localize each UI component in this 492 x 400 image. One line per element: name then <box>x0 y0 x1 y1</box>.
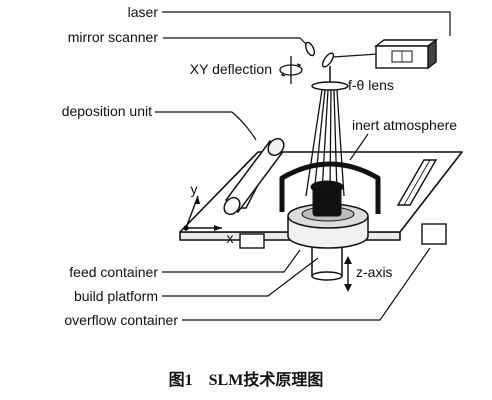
laser-beam-in <box>332 53 379 58</box>
laser-unit <box>373 38 439 70</box>
label-overflow-container: overflow container <box>64 312 178 328</box>
label-f-theta-lens: f-θ lens <box>348 77 394 93</box>
z-axis-arrow <box>344 256 352 292</box>
label-axis-x: x <box>227 230 234 246</box>
laser-beams <box>305 89 345 197</box>
label-feed-container: feed container <box>69 264 158 280</box>
figure-caption: 图1 SLM技术原理图 <box>168 372 324 389</box>
recoater-roller <box>223 137 285 216</box>
mirror-scanner <box>304 41 335 68</box>
label-z-axis: z-axis <box>356 264 393 280</box>
label-axis-y: y <box>191 181 198 197</box>
slm-diagram: laser mirror scanner XY deflection f-θ l… <box>62 4 463 328</box>
f-theta-lens <box>311 81 349 91</box>
leader-lines <box>155 11 451 321</box>
label-xy-deflection: XY deflection <box>190 61 272 77</box>
table-feet <box>239 223 447 249</box>
label-inert-atmosphere: inert atmosphere <box>352 117 457 133</box>
label-mirror-scanner: mirror scanner <box>68 29 159 45</box>
label-deposition-unit: deposition unit <box>62 103 152 119</box>
built-part <box>310 180 344 217</box>
label-laser: laser <box>128 4 159 20</box>
xy-deflection-symbol <box>279 56 303 84</box>
label-build-platform: build platform <box>74 288 158 304</box>
xy-axes <box>183 195 222 231</box>
overflow-slot <box>396 159 438 206</box>
